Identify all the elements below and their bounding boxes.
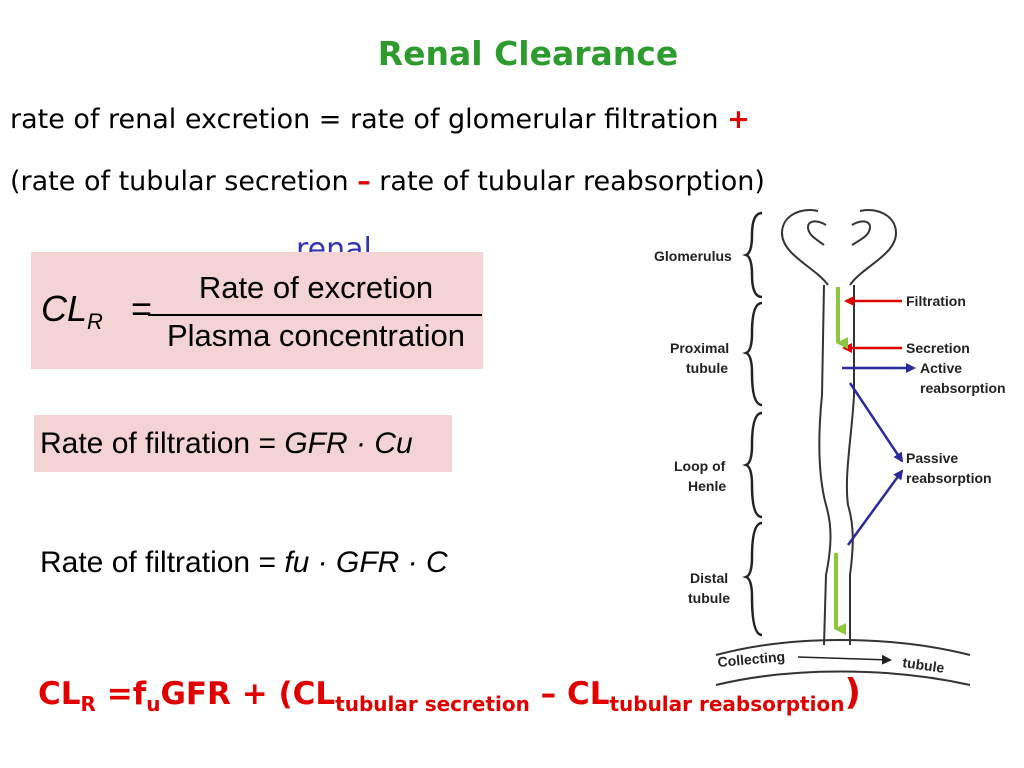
plus-operator: + [727,104,750,135]
collecting-duct-bottom [715,670,971,686]
filtration-equals-2: = [258,546,276,579]
bracket-loop [742,411,763,519]
label-active-1: Active [920,360,962,376]
final-clearance-equation: CLR =fuGFR + (CLtubular secretion – CLtu… [38,672,861,716]
tubule-right-wall [845,285,855,645]
clearance-symbol: CLR [41,288,103,335]
clearance-formula: CLR = Rate of excretion Plasma concentra… [31,252,483,369]
final-cl: CL [38,676,81,712]
label-secretion: Secretion [906,340,970,356]
bracket-proximal [742,301,763,407]
label-proximal-2: tubule [686,360,728,376]
filtration-rhs-1: GFR · Cu [284,427,413,460]
final-eq-f: =f [95,676,147,712]
formula-denominator: Plasma concentration [166,318,466,353]
tubule-left-wall [818,284,832,646]
bracket-distal [742,521,763,637]
label-filtration: Filtration [906,293,966,309]
clearance-subscript: R [87,309,103,335]
label-glomerulus: Glomerulus [654,248,732,264]
filtration-label-2: Rate of filtration [40,546,251,579]
segment-brackets [742,211,763,637]
bracket-glomerulus [742,211,763,299]
label-passive-1: Passive [906,450,958,466]
filtration-label-1: Rate of filtration [40,427,251,460]
final-close-paren: ) [844,672,861,713]
clearance-equals: = [131,288,153,329]
bowman-capsule-outer [780,209,898,286]
collecting-flow-arrow [797,654,892,665]
final-r-sub: R [80,692,96,717]
final-secretion-sub: tubular secretion [335,692,530,717]
label-loop-1: Loop of [674,458,726,474]
label-loop-2: Henle [688,478,726,494]
label-active-2: reabsorption [920,380,1006,396]
slide-title: Renal Clearance [377,34,679,73]
minus-operator: – [357,166,371,197]
filtration-formula-2: Rate of filtration = fu · GFR · C [34,535,488,591]
label-distal-1: Distal [690,570,728,586]
clearance-letters: CL [41,288,88,329]
final-minus-cl: – CL [529,676,610,712]
label-proximal-1: Proximal [670,340,729,356]
definition-line-1: rate of renal excretion = rate of glomer… [10,104,750,135]
passive-reabsorption-arrow-1 [848,382,904,463]
final-reabsorption-sub: tubular reabsorption [609,692,845,717]
definition-line-2: (rate of tubular secretion – rate of tub… [10,166,765,197]
label-passive-2: reabsorption [906,470,992,486]
definition-text-1: rate of renal excretion = rate of glomer… [10,104,719,135]
collecting-duct-top [715,639,971,656]
label-collecting: Collecting [717,648,786,670]
filtration-equals-1: = [258,427,276,460]
nephron-diagram: Glomerulus Proximal tubule Loop of Henle… [654,209,1006,686]
bowman-capsule-inner [806,220,872,246]
definition-text-2a: (rate of tubular secretion [10,166,349,197]
final-gfr-part: GFR + (CL [160,676,336,712]
filtration-formula-1: Rate of filtration = GFR · Cu [34,415,452,472]
tubule-outline [715,209,971,686]
definition-text-2b: rate of tubular reabsorption) [379,166,765,197]
passive-reabsorption-arrow-2 [846,469,904,546]
final-u-sub: u [146,692,161,717]
label-collecting-tubule: tubule [902,654,946,676]
fraction-bar [148,314,482,316]
filtration-rhs-2: fu · GFR · C [284,546,448,579]
label-distal-2: tubule [688,590,730,606]
formula-numerator: Rate of excretion [198,270,434,305]
